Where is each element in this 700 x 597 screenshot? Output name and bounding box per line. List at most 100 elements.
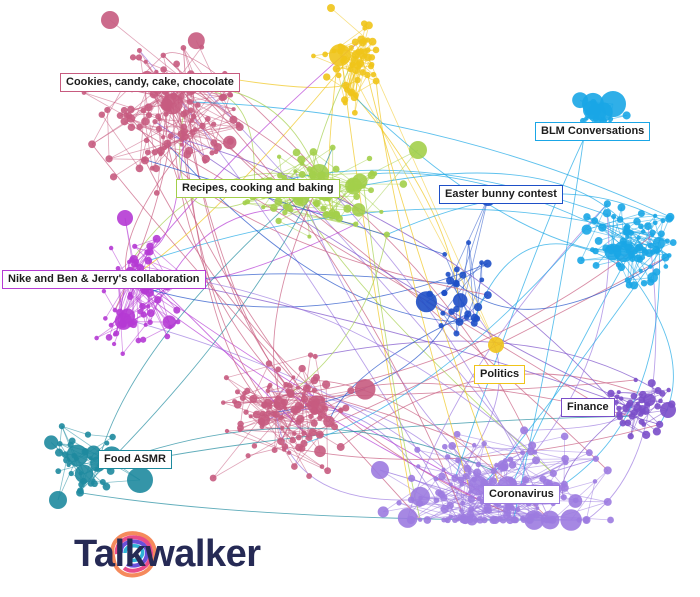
graph-node [442, 251, 448, 257]
graph-node [183, 150, 192, 159]
graph-edge [170, 78, 536, 453]
graph-node [252, 410, 261, 419]
graph-node [282, 203, 290, 210]
graph-edge [143, 159, 445, 255]
graph-node [540, 510, 560, 530]
graph-node [78, 481, 85, 488]
graph-node [637, 209, 645, 218]
graph-node [453, 281, 460, 288]
graph-node [333, 210, 341, 218]
graph-edge [456, 255, 670, 310]
graph-node [324, 467, 332, 475]
graph-node [353, 221, 359, 227]
graph-edge [375, 81, 471, 492]
graph-node [560, 494, 567, 501]
graph-node [310, 419, 318, 427]
graph-node [282, 209, 288, 216]
graph-node [265, 410, 272, 417]
graph-node [433, 476, 439, 482]
graph-node [343, 204, 352, 213]
graph-node [445, 271, 451, 277]
graph-node [139, 302, 147, 310]
graph-edge [330, 7, 369, 41]
graph-node [244, 387, 251, 395]
graph-node [54, 448, 64, 457]
graph-node [459, 482, 465, 487]
graph-node [112, 307, 118, 313]
graph-edge [320, 172, 373, 176]
graph-node [460, 500, 466, 506]
graph-node [77, 487, 84, 495]
graph-node [160, 52, 166, 58]
graph-node [622, 227, 632, 237]
graph-node [101, 11, 119, 29]
graph-node [286, 389, 295, 397]
graph-node [292, 408, 299, 415]
cluster-label-blm: BLM Conversations [535, 122, 651, 141]
graph-node [153, 189, 160, 196]
graph-node [459, 508, 464, 514]
graph-edge [631, 415, 660, 425]
graph-node [628, 412, 636, 420]
graph-node [607, 389, 615, 398]
graph-node [653, 213, 658, 219]
graph-node [644, 222, 652, 231]
graph-edge [144, 160, 509, 514]
graph-edge [145, 292, 151, 325]
graph-node [479, 260, 485, 266]
graph-node [349, 62, 355, 68]
graph-node [511, 516, 518, 524]
graph-node [453, 330, 460, 337]
graph-node [473, 302, 483, 312]
graph-node [321, 405, 326, 411]
graph-node [248, 414, 253, 419]
graph-node [660, 402, 676, 418]
graph-node [520, 426, 529, 435]
graph-node [66, 462, 71, 468]
graph-node [308, 428, 317, 437]
graph-node [433, 497, 440, 504]
graph-node [633, 217, 641, 226]
graph-node [366, 155, 373, 162]
graph-node [417, 517, 423, 522]
graph-edge [242, 379, 636, 399]
graph-edge [134, 131, 185, 251]
graph-node [269, 204, 278, 212]
graph-edge [367, 74, 509, 509]
graph-node [489, 515, 498, 525]
graph-node [407, 496, 415, 504]
graph-node [67, 441, 74, 448]
graph-node [453, 430, 461, 438]
graph-node [347, 387, 355, 395]
graph-node [437, 490, 445, 498]
graph-node [572, 92, 589, 109]
graph-node [638, 411, 644, 417]
graph-node [638, 390, 647, 399]
graph-node [308, 413, 314, 420]
graph-node [640, 279, 648, 287]
graph-edge [316, 202, 359, 211]
graph-node [466, 510, 475, 519]
graph-node [361, 184, 366, 189]
graph-node [265, 360, 273, 367]
graph-node [313, 201, 320, 207]
graph-node [581, 224, 592, 235]
graph-node [310, 376, 319, 385]
graph-node [209, 474, 217, 482]
graph-node [182, 109, 190, 117]
graph-node [372, 77, 380, 85]
graph-node [585, 449, 593, 457]
graph-node [295, 418, 302, 426]
graph-node [515, 506, 521, 512]
graph-edge [346, 89, 593, 251]
graph-node [101, 288, 107, 294]
graph-edge [167, 126, 240, 145]
graph-edge [143, 289, 168, 337]
graph-node [91, 480, 98, 488]
graph-node [577, 256, 585, 265]
graph-node [170, 92, 178, 100]
graph-node [494, 462, 499, 468]
graph-node [204, 116, 211, 122]
graph-node [616, 405, 622, 412]
